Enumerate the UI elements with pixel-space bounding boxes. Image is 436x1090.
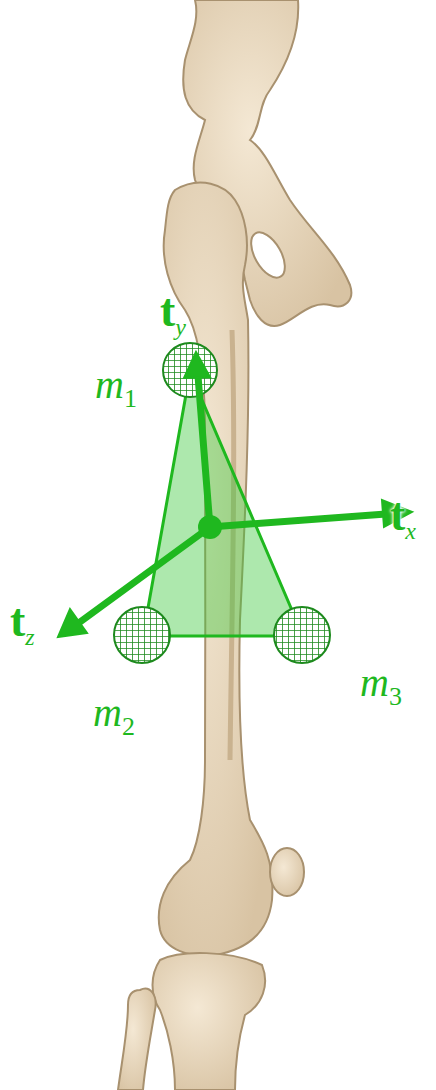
arrowhead <box>58 609 87 637</box>
marker-triangle <box>143 372 303 636</box>
patella <box>270 848 304 896</box>
axes <box>58 500 412 637</box>
arrowhead <box>184 352 210 378</box>
obturator-foramen <box>244 227 292 283</box>
x-axis <box>210 514 386 527</box>
axis-label: tx <box>390 492 416 543</box>
marker-sphere <box>114 607 170 663</box>
axis-label: tz <box>10 598 35 649</box>
marker-label: m1 <box>95 365 137 412</box>
marker-label: m2 <box>93 693 135 740</box>
y-axis-group <box>184 352 210 527</box>
bones <box>118 0 351 1090</box>
tibia <box>153 953 266 1090</box>
marker-sphere <box>163 343 217 397</box>
marker-label: m3 <box>360 663 402 710</box>
markers <box>114 343 330 663</box>
marker-sphere <box>274 607 330 663</box>
axis-label: ty <box>160 288 186 339</box>
y-axis <box>198 376 210 527</box>
fibula <box>118 989 156 1090</box>
origin-dot <box>198 515 222 539</box>
